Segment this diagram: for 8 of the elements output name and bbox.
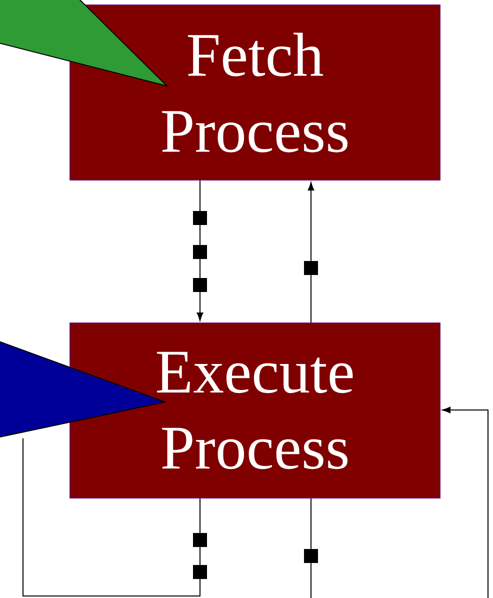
connector xyxy=(304,498,318,598)
connector xyxy=(304,182,318,323)
connector xyxy=(22,438,207,596)
connector xyxy=(442,406,488,598)
connector xyxy=(193,180,207,321)
process-box: Execute Process xyxy=(70,322,440,498)
process-box: Fetch Process xyxy=(70,4,440,180)
callout-triangle xyxy=(0,0,169,87)
